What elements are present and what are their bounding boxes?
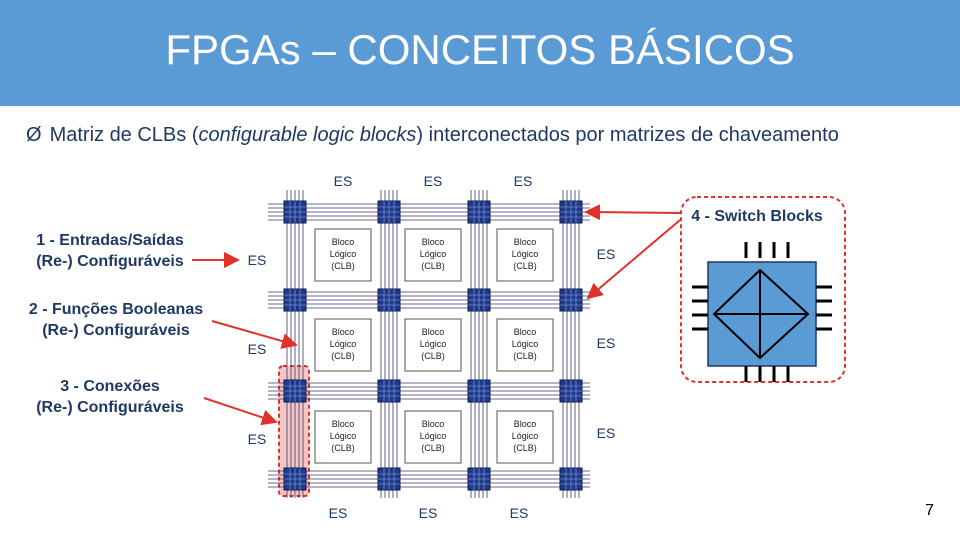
- clb-label-line1: Bloco: [514, 419, 537, 429]
- bullet-text-before: Matriz de CLBs (: [49, 124, 199, 146]
- clb-label-line1: Bloco: [332, 419, 355, 429]
- clb-label-line3: (CLB): [513, 351, 537, 361]
- switch-detail-frame: [680, 196, 846, 383]
- label-connections-text: 3 - Conexões (Re-) Configuráveis: [36, 378, 184, 416]
- clb-label-line3: (CLB): [331, 261, 355, 271]
- clb-label-line3: (CLB): [421, 443, 445, 453]
- es-label-right: ES: [597, 335, 616, 351]
- bullet-text-italic: configurable logic blocks: [198, 124, 417, 146]
- es-label-bottom: ES: [329, 505, 348, 521]
- slide-title: FPGAs – CONCEITOS BÁSICOS: [165, 26, 795, 73]
- label-switch-blocks-text: 4 - Switch Blocks: [691, 208, 823, 225]
- clb-label-line1: Bloco: [422, 327, 445, 337]
- clb-label-line2: Lógico: [420, 249, 447, 259]
- clb-label-line2: Lógico: [512, 339, 539, 349]
- clb-block: [404, 228, 462, 282]
- clb-label-line2: Lógico: [330, 339, 357, 349]
- clb-block: [496, 228, 554, 282]
- arrow-switch-bottom: [586, 219, 681, 300]
- clb-block: [496, 410, 554, 464]
- clb-label-line3: (CLB): [513, 261, 537, 271]
- clb-label-line1: Bloco: [332, 237, 355, 247]
- title-bar: FPGAs – CONCEITOS BÁSICOS: [0, 0, 960, 106]
- arrow-switch-top: [584, 204, 681, 221]
- es-label-right: ES: [597, 425, 616, 441]
- clb-label-line3: (CLB): [421, 351, 445, 361]
- clb-block: [314, 228, 372, 282]
- label-io-text: 1 - Entradas/Saídas (Re-) Configuráveis: [36, 232, 184, 270]
- clb-label-line2: Lógico: [330, 249, 357, 259]
- es-label-bottom: ES: [510, 505, 529, 521]
- es-label-top: ES: [514, 173, 533, 189]
- clb-label-line2: Lógico: [420, 339, 447, 349]
- bullet-text: Ø Matriz de CLBs (configurable logic bloc…: [26, 124, 839, 147]
- clb-block: [496, 318, 554, 372]
- clb-label-line2: Lógico: [512, 431, 539, 441]
- label-functions: 2 - Funções Booleanas (Re-) Configurávei…: [16, 299, 216, 341]
- clb-block: [404, 410, 462, 464]
- es-label-top: ES: [424, 173, 443, 189]
- es-label-left: ES: [248, 252, 267, 268]
- clb-block: [314, 318, 372, 372]
- clb-label-line2: Lógico: [330, 431, 357, 441]
- es-label-left: ES: [248, 431, 267, 447]
- es-label-left: ES: [248, 341, 267, 357]
- es-label-bottom: ES: [419, 505, 438, 521]
- clb-block: [404, 318, 462, 372]
- clb-label-line3: (CLB): [513, 443, 537, 453]
- clb-label-line3: (CLB): [421, 261, 445, 271]
- es-label-right: ES: [597, 246, 616, 262]
- label-connections: 3 - Conexões (Re-) Configuráveis: [20, 376, 200, 418]
- bullet-marker: Ø: [26, 124, 42, 146]
- clb-label-line1: Bloco: [332, 327, 355, 337]
- es-label-top: ES: [334, 173, 353, 189]
- clb-label-line1: Bloco: [514, 327, 537, 337]
- clb-block: [314, 410, 372, 464]
- clb-label-line1: Bloco: [514, 237, 537, 247]
- page-number: 7: [925, 502, 934, 519]
- clb-label-line1: Bloco: [422, 419, 445, 429]
- label-io: 1 - Entradas/Saídas (Re-) Configuráveis: [20, 230, 200, 272]
- clb-label-line3: (CLB): [331, 351, 355, 361]
- clb-label-line3: (CLB): [331, 443, 355, 453]
- label-functions-text: 2 - Funções Booleanas (Re-) Configurávei…: [28, 301, 204, 339]
- clb-label-line2: Lógico: [512, 249, 539, 259]
- arrow-functions: [211, 320, 298, 349]
- clb-label-line2: Lógico: [420, 431, 447, 441]
- label-switch-blocks: 4 - Switch Blocks: [682, 206, 832, 227]
- clb-label-line1: Bloco: [422, 237, 445, 247]
- bullet-text-after: ) interconectados por matrizes de chavea…: [416, 124, 839, 146]
- arrow-connections: [203, 397, 278, 426]
